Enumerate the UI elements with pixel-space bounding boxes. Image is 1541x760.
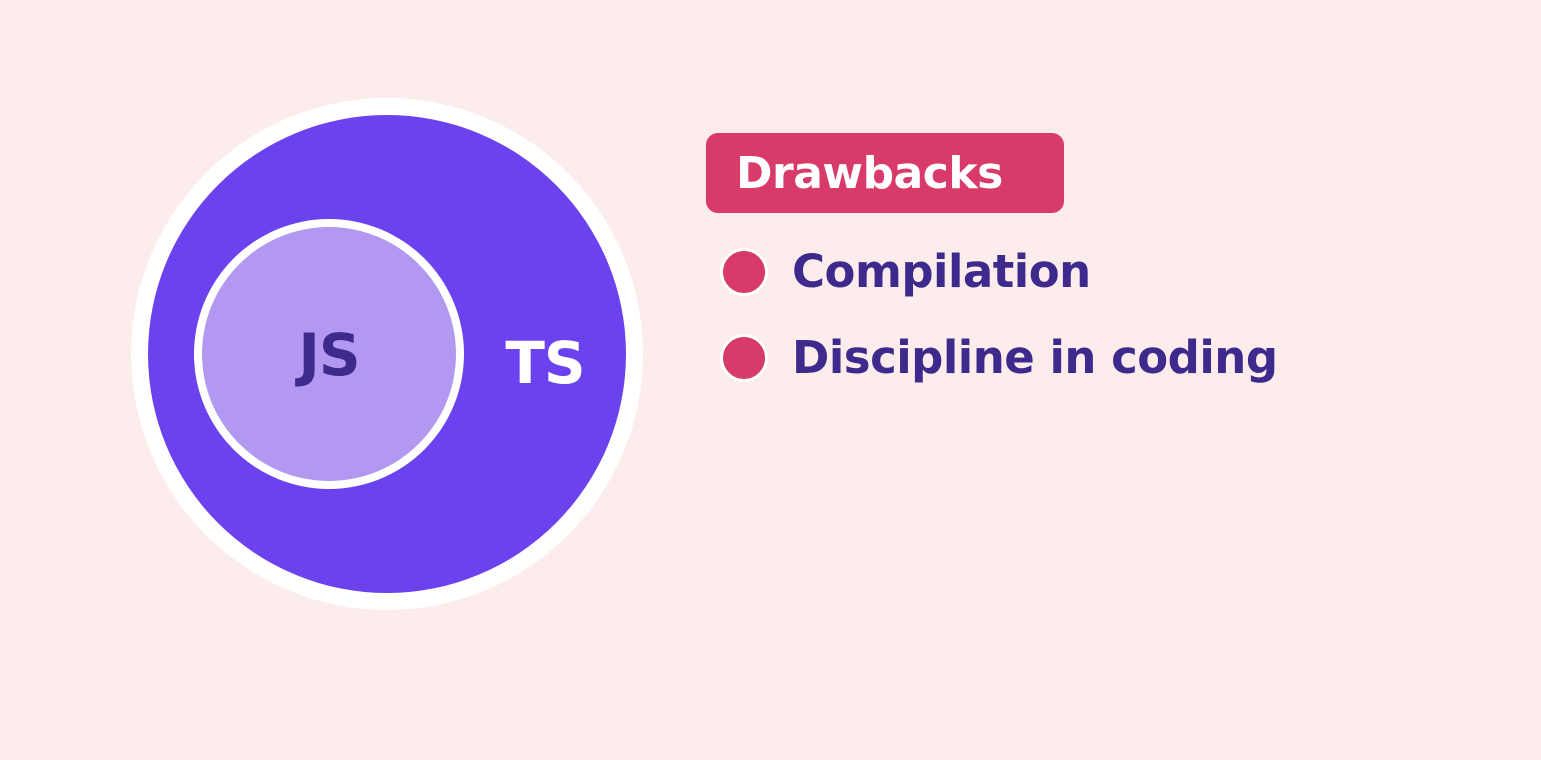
js-label: JS <box>298 321 360 389</box>
drawback-item: Discipline in coding <box>720 331 1278 385</box>
drawback-item: Compilation <box>720 245 1091 299</box>
js-circle <box>202 227 456 481</box>
bullet-dot-icon <box>720 334 768 382</box>
drawbacks-badge: Drawbacks <box>706 133 1064 213</box>
drawback-item-label: Compilation <box>792 245 1091 298</box>
bullet-dot-icon <box>720 248 768 296</box>
drawback-item-label: Discipline in coding <box>792 331 1278 384</box>
drawbacks-title: Drawbacks <box>736 147 1003 199</box>
ts-label: TS <box>505 329 585 397</box>
